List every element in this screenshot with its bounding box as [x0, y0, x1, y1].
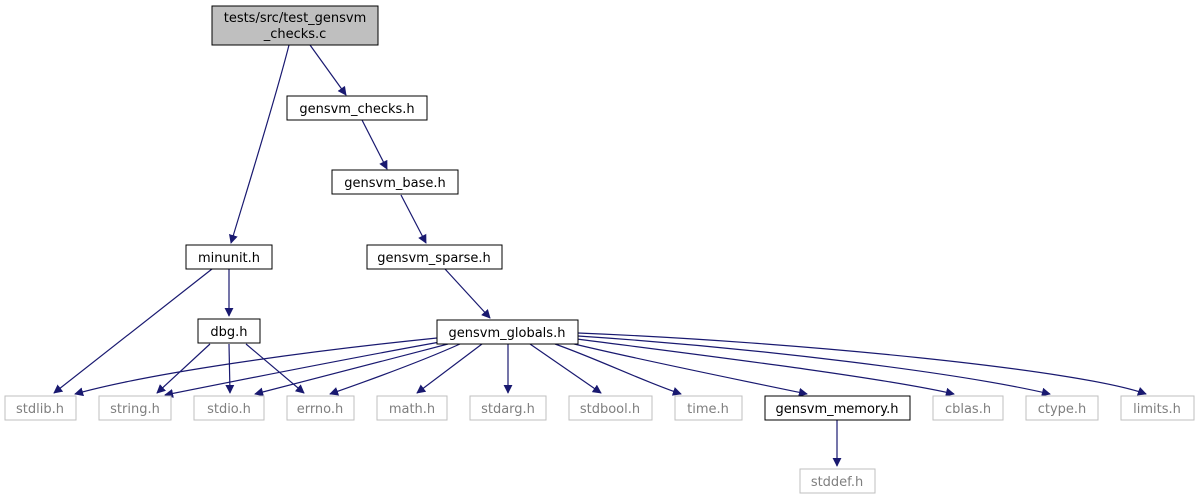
- edge-globals-to-time: [554, 343, 682, 396]
- edge-globals-to-ctype: [577, 335, 1051, 397]
- node-gensvm-checks-h[interactable]: gensvm_checks.h: [286, 95, 428, 121]
- node-stdarg-h-label: stdarg.h: [481, 402, 535, 417]
- node-cblas-h-label: cblas.h: [945, 402, 991, 417]
- node-dbg-h[interactable]: dbg.h: [197, 318, 261, 344]
- edge-dbg-to-string: [156, 343, 211, 394]
- node-time-h-label: time.h: [687, 402, 729, 417]
- node-stddef-h[interactable]: stddef.h: [799, 468, 876, 494]
- node-dbg-h-label: dbg.h: [210, 325, 247, 340]
- node-stdlib-h[interactable]: stdlib.h: [4, 395, 77, 421]
- edge-dbg-to-errno: [245, 343, 305, 394]
- node-math-h-label: math.h: [389, 402, 435, 417]
- node-stdlib-h-label: stdlib.h: [16, 402, 64, 417]
- node-string-h[interactable]: string.h: [98, 395, 172, 421]
- edge-root-to-gensvm-checks: [309, 44, 347, 96]
- node-stdbool-h-label: stdbool.h: [580, 402, 640, 417]
- edge-sparse-to-globals: [444, 268, 491, 319]
- node-cblas-h[interactable]: cblas.h: [932, 395, 1004, 421]
- node-string-h-label: string.h: [110, 402, 160, 417]
- node-stdio-h[interactable]: stdio.h: [193, 395, 265, 421]
- edge-minunit-to-stdlib: [53, 268, 213, 394]
- node-time-h[interactable]: time.h: [674, 395, 743, 421]
- node-stdio-h-label: stdio.h: [207, 402, 251, 417]
- edge-root-to-minunit: [229, 44, 290, 244]
- node-gensvm-memory-h-label: gensvm_memory.h: [776, 402, 899, 417]
- node-errno-h[interactable]: errno.h: [286, 395, 355, 421]
- edge-globals-to-stdbool: [529, 343, 602, 394]
- node-minunit-h[interactable]: minunit.h: [185, 244, 273, 270]
- node-gensvm-sparse-h-label: gensvm_sparse.h: [377, 251, 491, 266]
- node-gensvm-sparse-h[interactable]: gensvm_sparse.h: [366, 244, 503, 270]
- edge-globals-to-gensvm-memory: [569, 342, 808, 397]
- node-root-label-line2: _checks.c: [263, 27, 327, 42]
- node-ctype-h[interactable]: ctype.h: [1025, 395, 1099, 421]
- node-gensvm-base-h[interactable]: gensvm_base.h: [331, 169, 459, 195]
- node-gensvm-base-h-label: gensvm_base.h: [344, 176, 445, 191]
- node-limits-h[interactable]: limits.h: [1120, 395, 1195, 421]
- node-root-label-line1: tests/src/test_gensvm: [224, 11, 367, 26]
- node-ctype-h-label: ctype.h: [1038, 402, 1087, 417]
- node-gensvm-memory-h[interactable]: gensvm_memory.h: [764, 395, 911, 421]
- edge-globals-to-string: [164, 341, 441, 398]
- node-errno-h-label: errno.h: [297, 402, 344, 417]
- node-limits-h-label: limits.h: [1133, 402, 1181, 417]
- node-gensvm-checks-h-label: gensvm_checks.h: [299, 102, 414, 117]
- node-root[interactable]: tests/src/test_gensvm _checks.c: [211, 5, 379, 46]
- node-stdbool-h[interactable]: stdbool.h: [568, 395, 653, 421]
- edge-dbg-to-stdio: [225, 343, 235, 394]
- edge-globals-to-errno: [329, 343, 461, 396]
- edge-base-to-sparse: [400, 194, 427, 244]
- node-gensvm-globals-h[interactable]: gensvm_globals.h: [436, 319, 579, 345]
- edge-globals-to-stdlib: [74, 337, 438, 397]
- edge-globals-to-cblas: [576, 338, 955, 397]
- edge-globals-to-limits: [577, 332, 1147, 396]
- node-math-h[interactable]: math.h: [376, 395, 448, 421]
- edge-gensvm-checks-to-base: [361, 119, 388, 170]
- node-minunit-h-label: minunit.h: [198, 251, 260, 266]
- edge-globals-to-stdio: [254, 343, 449, 397]
- node-gensvm-globals-h-label: gensvm_globals.h: [449, 326, 566, 341]
- node-stddef-h-label: stddef.h: [811, 475, 863, 490]
- node-stdarg-h[interactable]: stdarg.h: [469, 395, 547, 421]
- edge-globals-to-math: [416, 343, 483, 394]
